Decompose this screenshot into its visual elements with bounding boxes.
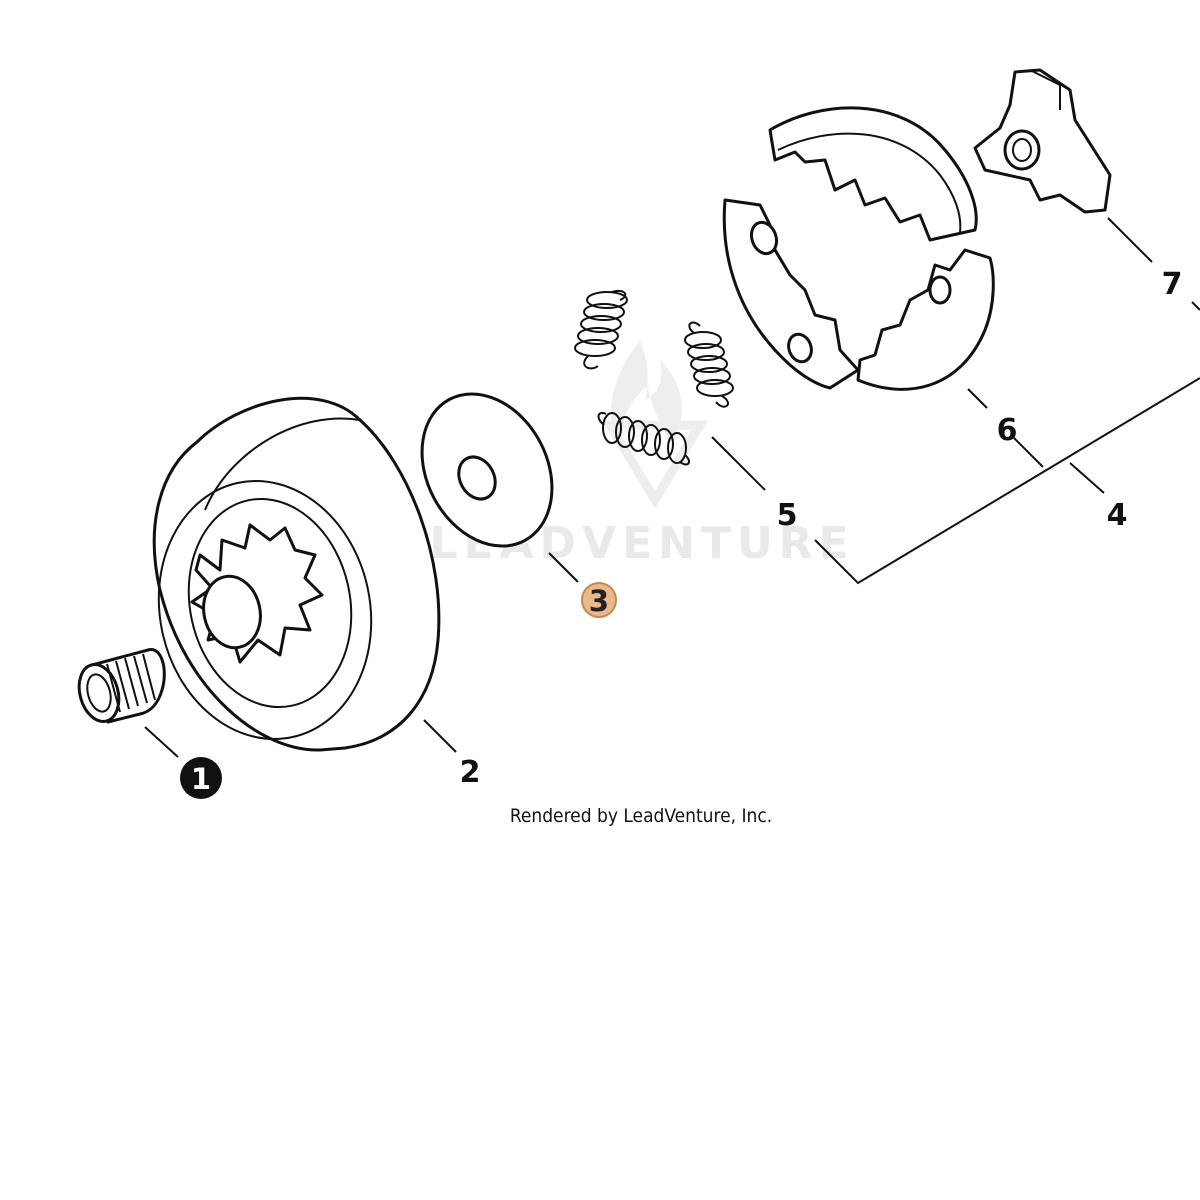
leader-4-bracket: [814, 377, 1200, 585]
spring-middle: [684, 321, 734, 408]
callout-7-label: 7: [1162, 267, 1183, 302]
part-needle-bearing[interactable]: [73, 648, 166, 726]
callout-1[interactable]: 1: [180, 757, 222, 799]
callout-3-label: 3: [589, 584, 609, 618]
leader-6: [967, 388, 988, 409]
leader-7-tail: [1191, 301, 1200, 311]
part-washer[interactable]: [396, 371, 577, 569]
callout-3[interactable]: 3: [581, 582, 617, 618]
callout-4[interactable]: 4: [1107, 498, 1128, 533]
leader-7: [1107, 217, 1153, 263]
part-clutch-shoes[interactable]: [722, 106, 995, 391]
callout-7[interactable]: 7: [1162, 267, 1183, 302]
callout-1-marker: [180, 757, 222, 799]
callout-2-label: 2: [460, 755, 481, 790]
leader-5: [711, 436, 766, 491]
leader-6-branch: [1012, 436, 1044, 468]
spring-top-left: [574, 290, 628, 370]
part-clutch-drum[interactable]: [135, 396, 441, 759]
part-clutch-hub[interactable]: [973, 68, 1112, 214]
callout-6[interactable]: 6: [997, 413, 1018, 448]
callout-6-label: 6: [997, 413, 1018, 448]
callout-5[interactable]: 5: [777, 498, 798, 533]
callout-3-marker: [581, 582, 617, 618]
leader-1: [144, 726, 179, 758]
watermark-flame-logo: [602, 340, 708, 509]
callout-2[interactable]: 2: [460, 755, 481, 790]
callout-5-label: 5: [777, 498, 798, 533]
callout-4-label: 4: [1107, 498, 1128, 533]
leader-lines: [144, 217, 1200, 758]
leader-4: [1069, 462, 1105, 494]
render-credit: Rendered by LeadVenture, Inc.: [510, 805, 772, 827]
leader-2: [423, 719, 457, 753]
callout-1-label: 1: [191, 762, 211, 796]
leader-3: [548, 552, 579, 583]
spring-bottom: [597, 412, 691, 466]
part-springs[interactable]: [574, 290, 734, 466]
